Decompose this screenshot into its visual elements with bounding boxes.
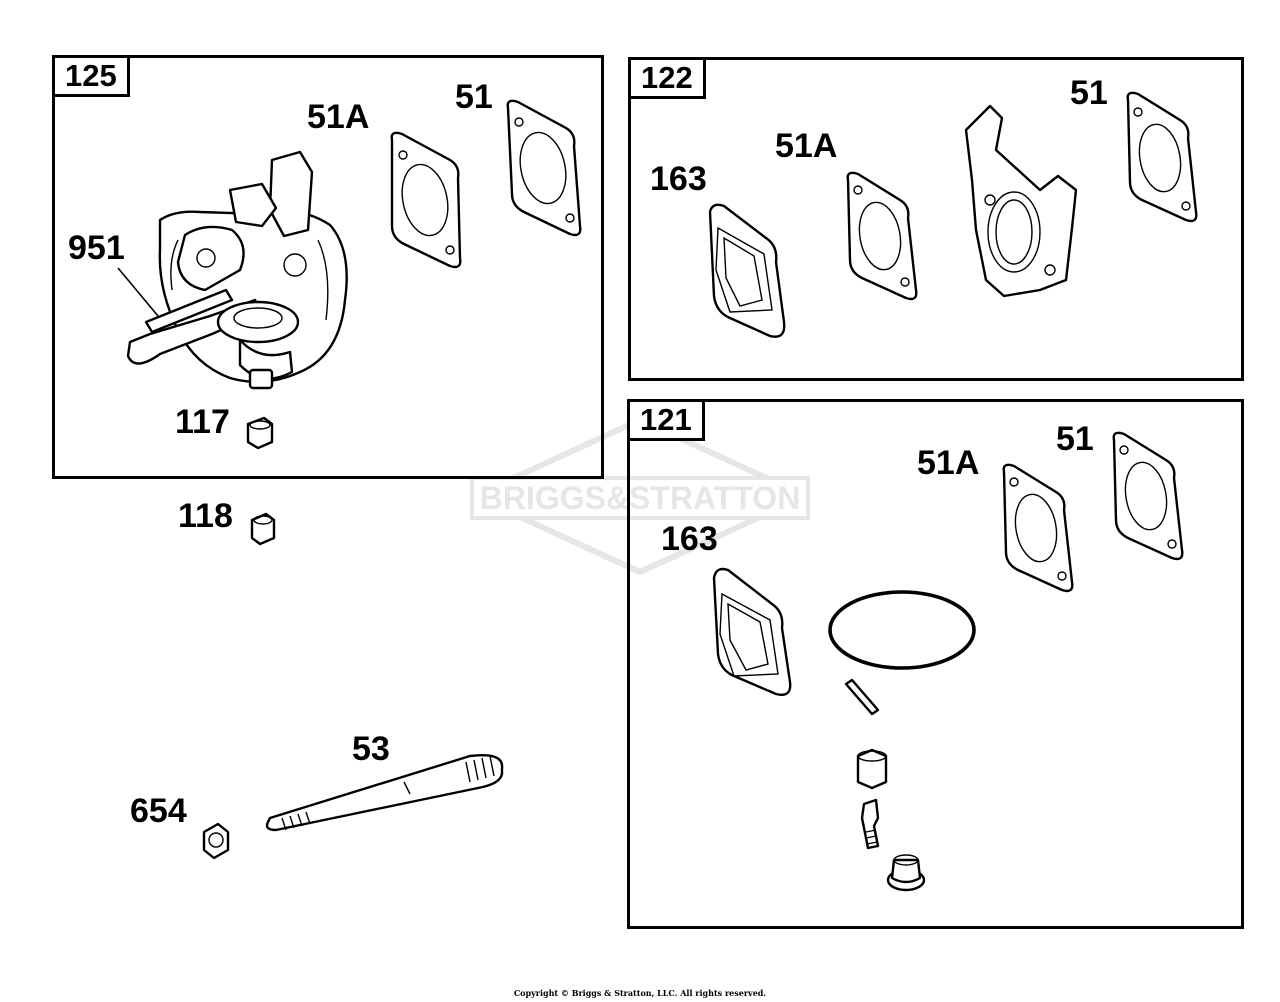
callout-654: 654 <box>130 792 187 830</box>
gasket-51-box125 <box>506 99 582 237</box>
leader-951 <box>117 267 159 317</box>
box-121-label: 121 <box>630 402 705 441</box>
plug-box121 <box>886 854 926 892</box>
callout-118: 118 <box>178 497 233 535</box>
gasket-51a-box122 <box>846 171 918 301</box>
gasket-51a-box121 <box>1002 463 1074 593</box>
needle-box121 <box>860 798 880 850</box>
callout-51-box121: 51 <box>1056 420 1094 458</box>
callout-163-box122: 163 <box>650 160 707 198</box>
box-121: 121 <box>627 399 1244 929</box>
box-122: 122 <box>628 57 1244 381</box>
carburetor-drawing <box>126 150 348 390</box>
stud-53 <box>265 754 504 832</box>
gasket-51-box122 <box>1126 91 1198 223</box>
callout-51a-box125: 51A <box>307 98 370 136</box>
callout-51-box122: 51 <box>1070 74 1108 112</box>
gasket-51a-box125 <box>390 131 462 269</box>
callout-51-box125: 51 <box>455 78 493 116</box>
seat-box121 <box>856 748 888 790</box>
insulator-163-box121 <box>712 567 792 696</box>
fitting-117 <box>246 416 274 450</box>
box-122-label: 122 <box>631 60 706 99</box>
insulator-163-box122 <box>708 203 786 338</box>
pin-box121 <box>844 678 880 716</box>
callout-53: 53 <box>352 730 390 768</box>
nut-654 <box>202 822 230 860</box>
box-125-label: 125 <box>55 58 130 97</box>
watermark-text: BRIGGS&STRATTON <box>480 480 801 516</box>
callout-51a-box122: 51A <box>775 127 838 165</box>
box-125: 125 <box>52 55 604 479</box>
callout-117: 117 <box>175 403 230 441</box>
spacer-drawing-box122 <box>964 104 1078 298</box>
copyright-footer: Copyright © Briggs & Stratton, LLC. All … <box>513 988 767 998</box>
o-ring-box121 <box>828 590 976 670</box>
gasket-51-box121 <box>1112 431 1184 561</box>
callout-163-box121: 163 <box>661 520 718 558</box>
callout-951: 951 <box>68 229 125 267</box>
fitting-118 <box>250 512 276 546</box>
briggs-stratton-watermark: BRIGGS&STRATTON <box>470 416 810 576</box>
callout-51a-box121: 51A <box>917 444 980 482</box>
